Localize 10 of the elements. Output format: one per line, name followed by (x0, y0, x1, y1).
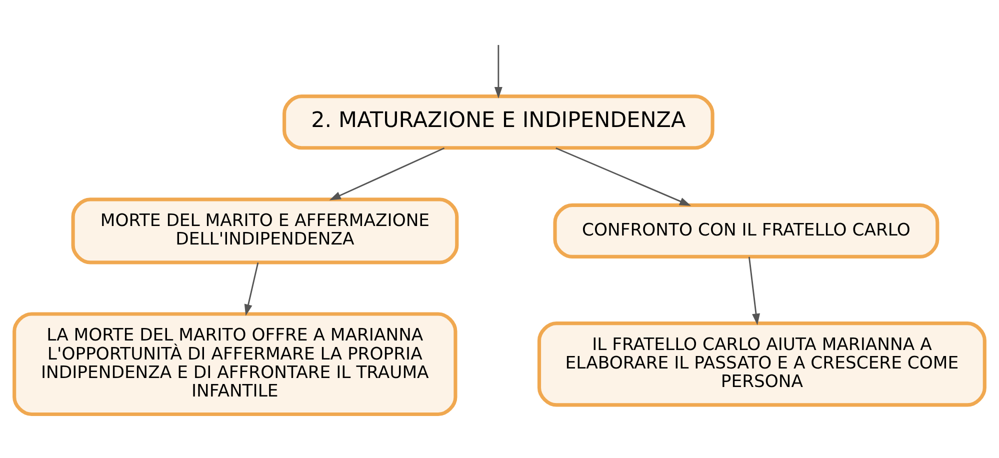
node-box: IL FRATELLO CARLO AIUTA MARIANNA A ELABORARE IL PASSATO E A CRESCERE COME PERSONA (537, 322, 986, 407)
arrow (494, 44, 502, 98)
node-box: MORTE DEL MARITO E AFFERMAZIONE DELL'INDIPENDENZA (71, 198, 459, 264)
node-box: CONFRONTO CON IL FRATELLO CARLO (553, 203, 940, 259)
arrow (556, 147, 692, 206)
arrow (329, 147, 445, 200)
arrow (748, 256, 760, 326)
arrow (244, 262, 259, 316)
node-box: LA MORTE DEL MARITO OFFRE A MARIANNA L'OPPORTUNITÀ DI AFFERMARE LA PROPRIA INDIPENDENZA E DI AFFRONTARE IL TRAUMA INFANTILE (12, 312, 458, 416)
node-box: 2. MATURAZIONE E INDIPENDENZA (282, 94, 714, 150)
